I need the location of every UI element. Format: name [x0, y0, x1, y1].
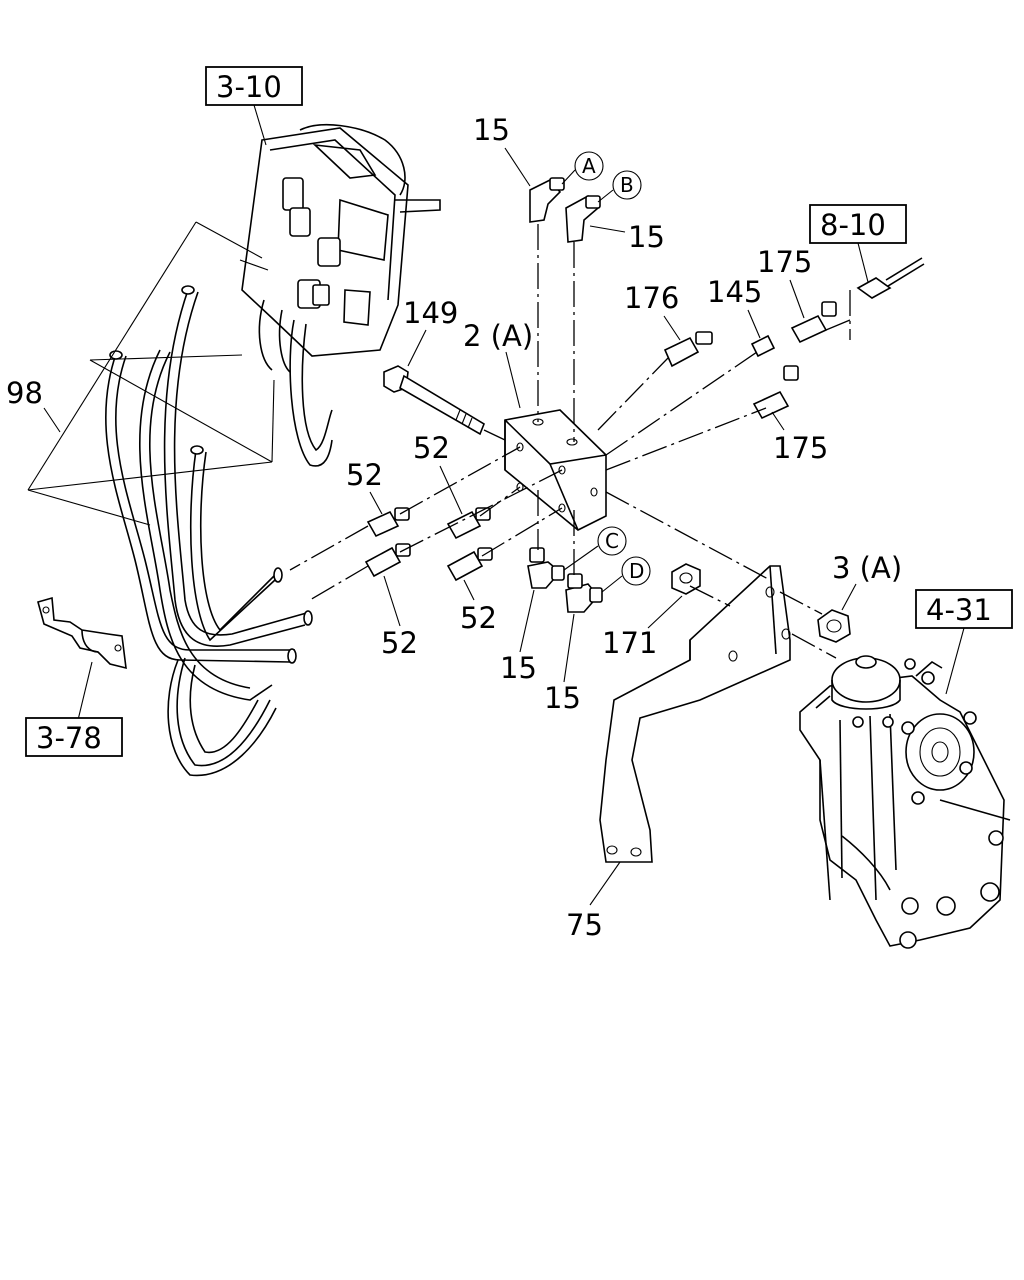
elbow-fitting-b: [565, 194, 601, 243]
ref-label-3-10: 3-10: [216, 70, 282, 104]
ref-label-4-31: 4-31: [926, 593, 992, 627]
ref-label-8-10: 8-10: [820, 208, 886, 242]
label-145: 145: [707, 275, 762, 309]
fitting-175-top: [790, 301, 837, 344]
fitting-52-lower-middle: [446, 547, 493, 582]
label-149: 149: [403, 296, 458, 330]
hose-bundle: [105, 285, 313, 777]
label-75: 75: [566, 908, 603, 942]
elbow-fitting-a: [529, 177, 565, 223]
label-15-lower-right: 15: [544, 681, 581, 715]
label-176: 176: [624, 281, 679, 315]
ref-box-8-10[interactable]: 8-10: [809, 204, 907, 244]
elbow-fitting-c: [527, 547, 565, 589]
fitting-52-lower-left: [364, 543, 411, 578]
fitting-52-upper-middle: [446, 507, 491, 540]
nut-171: [671, 563, 701, 595]
ref-box-3-78[interactable]: 3-78: [25, 717, 123, 757]
mounting-bracket: [599, 565, 791, 863]
label-15-right: 15: [628, 220, 665, 254]
fitting-175-bottom: [752, 365, 799, 420]
hose-clip: [37, 596, 127, 670]
label-15-top: 15: [473, 113, 510, 147]
svg-text:D: D: [629, 559, 644, 583]
label-3a: 3 (A): [832, 551, 902, 585]
ref-box-3-10[interactable]: 3-10: [205, 66, 303, 106]
label-52-a: 52: [346, 458, 383, 492]
wire-connector: [856, 257, 925, 299]
label-2a: 2 (A): [463, 319, 533, 353]
label-175-bottom: 175: [773, 431, 828, 465]
circle-label-a: A: [574, 151, 604, 181]
ref-label-3-78: 3-78: [36, 721, 102, 755]
svg-text:A: A: [582, 154, 596, 178]
bolt-149: [383, 365, 485, 436]
steering-gear-assembly: [799, 655, 1011, 949]
label-52-b: 52: [413, 431, 450, 465]
callout-98: 98: [6, 221, 275, 526]
circle-label-c: C: [597, 526, 627, 556]
circle-label-b: B: [612, 170, 642, 200]
label-98: 98: [6, 376, 43, 410]
label-52-c: 52: [381, 626, 418, 660]
label-171: 171: [602, 626, 657, 660]
elbow-fitting-d: [565, 573, 603, 613]
label-175-top: 175: [757, 245, 812, 279]
ref-box-4-31[interactable]: 4-31: [915, 589, 1013, 629]
svg-text:B: B: [620, 173, 634, 197]
circle-label-d: D: [621, 556, 651, 586]
svg-text:C: C: [605, 529, 619, 553]
label-15-lower-left: 15: [500, 651, 537, 685]
fitting-176: [663, 331, 713, 368]
nut-3a: [817, 609, 851, 643]
label-52-d: 52: [460, 601, 497, 635]
upper-valve-assembly: [239, 124, 441, 467]
